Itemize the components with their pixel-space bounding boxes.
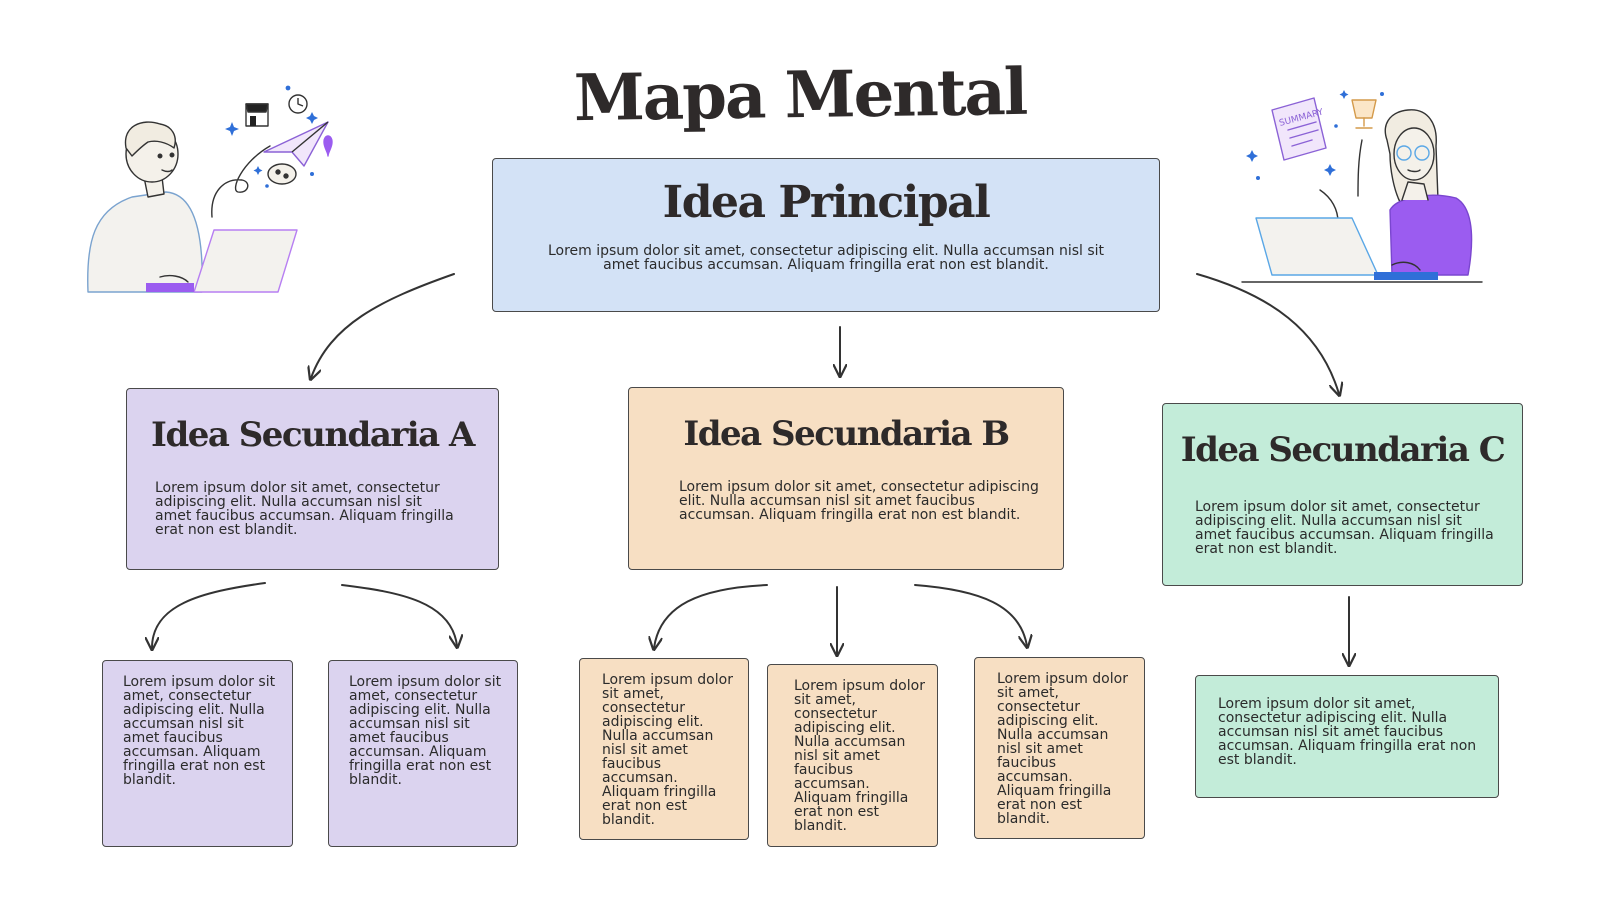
person-with-laptop-illustration bbox=[87, 85, 333, 293]
leaf-b2-text: Lorem ipsum dolor sit amet, consectetur … bbox=[794, 678, 925, 834]
leaf-c1-box: Lorem ipsum dolor sit amet, consectetur … bbox=[1195, 675, 1499, 798]
main-idea-title: Idea Principal bbox=[662, 177, 991, 228]
leaf-b3-box: Lorem ipsum dolor sit amet, consectetur … bbox=[974, 657, 1145, 839]
leaf-b2-box: Lorem ipsum dolor sit amet, consectetur … bbox=[767, 664, 938, 847]
main-idea-text: Lorem ipsum dolor sit amet, consectetur … bbox=[547, 243, 1105, 273]
leaf-c1-text: Lorem ipsum dolor sit amet, consectetur … bbox=[1218, 696, 1477, 768]
secondary-idea-a-title: Idea Secundaria A bbox=[151, 415, 475, 455]
secondary-idea-a-box: Idea Secundaria A Lorem ipsum dolor sit … bbox=[126, 388, 499, 570]
secondary-idea-b-text: Lorem ipsum dolor sit amet, consectetur … bbox=[679, 479, 1039, 523]
arrow-b-to-leaf1 bbox=[654, 584, 768, 648]
woman-with-laptop-illustration: SUMMARY bbox=[1241, 90, 1483, 283]
leaf-b1-box: Lorem ipsum dolor sit amet, consectetur … bbox=[579, 658, 749, 840]
secondary-idea-b-title: Idea Secundaria B bbox=[683, 414, 1010, 454]
leaf-b3-text: Lorem ipsum dolor sit amet, consectetur … bbox=[997, 671, 1128, 827]
secondary-idea-c-box: Idea Secundaria C Lorem ipsum dolor sit … bbox=[1162, 403, 1523, 586]
arrow-a-to-leaf2 bbox=[341, 584, 457, 646]
leaf-a2-text: Lorem ipsum dolor sit amet, consectetur … bbox=[349, 674, 502, 788]
arrow-a-to-leaf1 bbox=[152, 582, 266, 648]
leaf-a2-box: Lorem ipsum dolor sit amet, consectetur … bbox=[328, 660, 518, 847]
leaf-a1-text: Lorem ipsum dolor sit amet, consectetur … bbox=[123, 674, 276, 788]
secondary-idea-b-box: Idea Secundaria B Lorem ipsum dolor sit … bbox=[628, 387, 1064, 570]
arrow-b-to-leaf3 bbox=[914, 584, 1027, 646]
secondary-idea-c-title: Idea Secundaria C bbox=[1180, 430, 1506, 470]
leaf-a1-box: Lorem ipsum dolor sit amet, consectetur … bbox=[102, 660, 293, 847]
secondary-idea-a-text: Lorem ipsum dolor sit amet, consectetur … bbox=[155, 480, 454, 538]
secondary-idea-c-text: Lorem ipsum dolor sit amet, consectetur … bbox=[1195, 499, 1494, 557]
arrow-main-to-a bbox=[311, 273, 455, 378]
arrow-main-to-c bbox=[1196, 273, 1339, 394]
leaf-b1-text: Lorem ipsum dolor sit amet, consectetur … bbox=[602, 672, 733, 828]
main-idea-box: Idea Principal Lorem ipsum dolor sit ame… bbox=[492, 158, 1160, 312]
